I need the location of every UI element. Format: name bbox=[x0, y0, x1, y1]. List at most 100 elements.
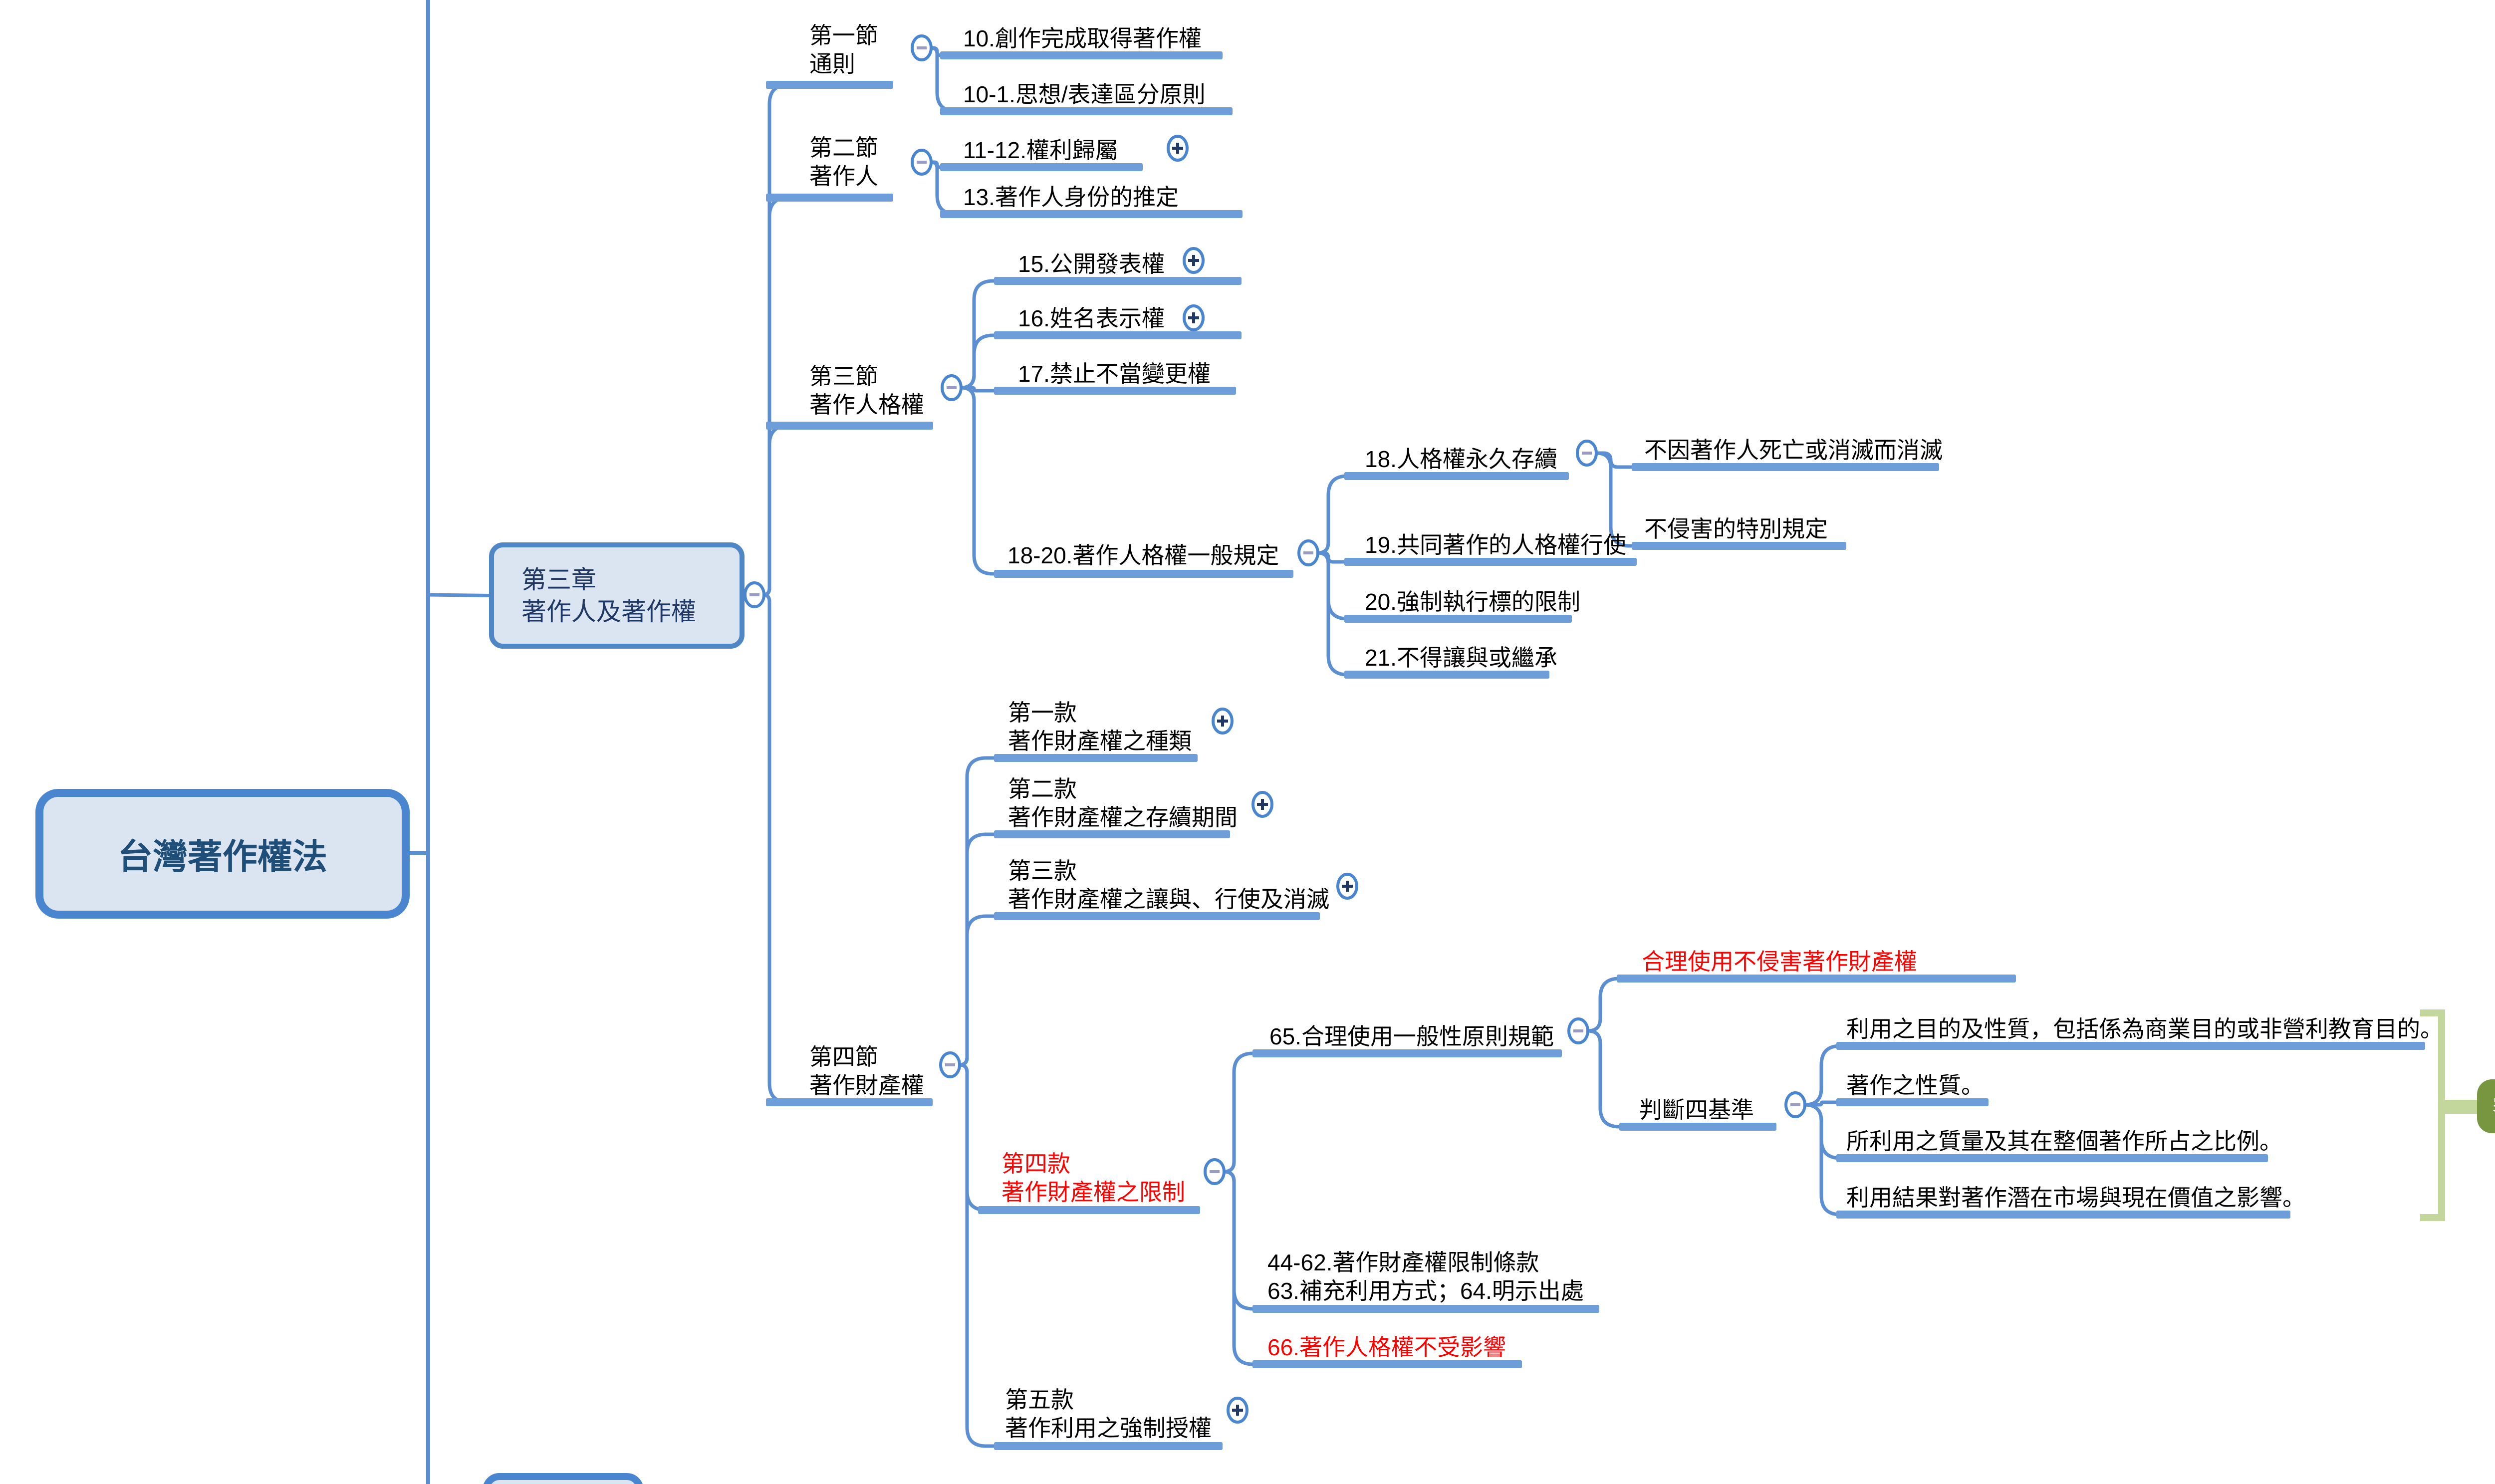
topic-bar-sec3[interactable] bbox=[766, 422, 933, 430]
topic-bar-n10[interactable] bbox=[940, 51, 1223, 59]
topic-bar-fair[interactable] bbox=[1617, 975, 2016, 983]
topic-n65-label[interactable]: 65.合理使用一般性原則規範 bbox=[1269, 1023, 1554, 1049]
collapse-button-n18[interactable] bbox=[1576, 440, 1598, 467]
topic-bar-n15[interactable] bbox=[994, 277, 1242, 285]
topic-bar-n19[interactable] bbox=[1344, 558, 1637, 566]
topic-crit-label[interactable]: 判斷四基準 bbox=[1639, 1097, 1754, 1123]
collapse-button-crit[interactable] bbox=[1784, 1091, 1806, 1118]
topic-bar-n11_12[interactable] bbox=[940, 163, 1143, 171]
connector-crit-c1 bbox=[1804, 1044, 1841, 1107]
topic-bar-n10_1[interactable] bbox=[940, 107, 1233, 115]
expand-button-n15[interactable] bbox=[1183, 247, 1205, 274]
topic-n19-label[interactable]: 19.共同著作的人格權行使 bbox=[1365, 532, 1626, 558]
topic-bar-n44_62[interactable] bbox=[1252, 1305, 1599, 1313]
next-chapter-topic-partial[interactable] bbox=[483, 1473, 644, 1484]
topic-n44_62-label[interactable]: 44-62.著作財產權限制條款 63.補充利用方式；64.明示出處 bbox=[1267, 1249, 1584, 1304]
expand-button-k5[interactable] bbox=[1227, 1397, 1248, 1424]
topic-bar-k1[interactable] bbox=[994, 754, 1198, 762]
expand-button-n11_12[interactable] bbox=[1167, 135, 1189, 162]
topic-bar-k5[interactable] bbox=[994, 1442, 1223, 1450]
topic-bar-n18[interactable] bbox=[1344, 472, 1569, 480]
summary-topic[interactable]: 審酌一切情狀判斷 bbox=[2477, 1079, 2495, 1133]
topic-k1-label[interactable]: 第一款 著作財產權之種類 bbox=[1008, 700, 1192, 754]
topic-k2-label[interactable]: 第二款 著作財產權之存續期間 bbox=[1008, 776, 1238, 830]
collapse-button-sec3[interactable] bbox=[941, 374, 963, 401]
topic-bar-k4[interactable] bbox=[978, 1206, 1200, 1214]
topic-bar-c2[interactable] bbox=[1836, 1098, 1989, 1106]
topic-bar-n66[interactable] bbox=[1252, 1360, 1522, 1368]
topic-bar-c4[interactable] bbox=[1836, 1211, 2290, 1219]
topic-bar-n18b[interactable] bbox=[1632, 542, 1846, 550]
topic-bar-n18_20[interactable] bbox=[994, 570, 1293, 578]
topic-n18b-label[interactable]: 不侵害的特別規定 bbox=[1644, 516, 1828, 542]
topic-sec2-label[interactable]: 第二節 著作人 bbox=[809, 135, 878, 189]
connector-ch3-sec2 bbox=[762, 196, 789, 597]
expand-button-n16[interactable] bbox=[1183, 304, 1205, 331]
topic-c3-label[interactable]: 所利用之質量及其在整個著作所占之比例。 bbox=[1846, 1128, 2282, 1154]
topic-sec1-label[interactable]: 第一節 通則 bbox=[809, 22, 878, 77]
topic-n10_1-label[interactable]: 10-1.思想/表達區分原則 bbox=[963, 81, 1206, 107]
collapse-button-ch3[interactable] bbox=[744, 581, 765, 608]
topic-bar-n65[interactable] bbox=[1252, 1049, 1562, 1057]
topic-bar-sec2[interactable] bbox=[766, 194, 893, 202]
topic-root-label: 台灣著作權法 bbox=[118, 837, 327, 876]
topic-bar-n20[interactable] bbox=[1344, 615, 1572, 623]
connector-n65-crit bbox=[1587, 1029, 1620, 1129]
topic-c2-label[interactable]: 著作之性質。 bbox=[1846, 1072, 1984, 1098]
topic-k3-label[interactable]: 第三款 著作財產權之讓與、行使及消滅 bbox=[1008, 858, 1329, 912]
topic-bar-sec4[interactable] bbox=[766, 1098, 933, 1106]
collapse-button-sec4[interactable] bbox=[939, 1051, 961, 1078]
connector-n18-n18b bbox=[1596, 451, 1632, 548]
topic-bar-k3[interactable] bbox=[994, 912, 1320, 920]
topic-n11_12-label[interactable]: 11-12.權利歸屬 bbox=[963, 137, 1119, 163]
collapse-button-sec1[interactable] bbox=[911, 34, 933, 61]
topic-n17-label[interactable]: 17.禁止不當變更權 bbox=[1018, 361, 1211, 387]
collapse-button-n18_20[interactable] bbox=[1297, 539, 1319, 566]
connector-sec3-n16 bbox=[961, 333, 994, 390]
connector-root-ch3 bbox=[428, 593, 490, 597]
topic-sec4-label[interactable]: 第四節 著作財產權 bbox=[809, 1044, 924, 1098]
topic-n16-label[interactable]: 16.姓名表示權 bbox=[1018, 305, 1165, 331]
topic-bar-n18a[interactable] bbox=[1632, 463, 1939, 471]
topic-bar-n21[interactable] bbox=[1344, 671, 1549, 679]
collapse-button-n65[interactable] bbox=[1567, 1017, 1589, 1044]
topic-bar-n13[interactable] bbox=[940, 210, 1243, 218]
connector-crit-c2 bbox=[1805, 1100, 1836, 1107]
connector-sec4-k4 bbox=[959, 1063, 987, 1212]
topic-bar-k2[interactable] bbox=[994, 830, 1230, 838]
topic-c1-label[interactable]: 利用之目的及性質，包括係為商業目的或非營利教育目的。 bbox=[1846, 1016, 2443, 1042]
topic-bar-n17[interactable] bbox=[994, 387, 1236, 395]
topic-bar-sec1[interactable] bbox=[766, 81, 893, 89]
expand-button-k2[interactable] bbox=[1251, 791, 1273, 818]
collapse-button-sec2[interactable] bbox=[911, 149, 933, 176]
topic-n18a-label[interactable]: 不因著作人死亡或消滅而消滅 bbox=[1644, 437, 1943, 463]
topic-n18-label[interactable]: 18.人格權永久存續 bbox=[1365, 446, 1557, 472]
expand-button-k3[interactable] bbox=[1336, 873, 1358, 900]
topic-k4-label[interactable]: 第四款 著作財產權之限制 bbox=[1001, 1151, 1185, 1205]
summary-bracket bbox=[2420, 1009, 2445, 1221]
topic-ch3-label: 第三章 著作人及著作權 bbox=[521, 565, 696, 626]
topic-n21-label[interactable]: 21.不得讓與或繼承 bbox=[1365, 645, 1557, 671]
expand-button-k1[interactable] bbox=[1212, 708, 1234, 735]
collapse-button-k4[interactable] bbox=[1204, 1158, 1226, 1185]
topic-k5-label[interactable]: 第五款 著作利用之強制授權 bbox=[1005, 1387, 1212, 1441]
topic-n66-label[interactable]: 66.著作人格權不受影響 bbox=[1267, 1334, 1506, 1360]
topic-n15-label[interactable]: 15.公開發表權 bbox=[1018, 251, 1165, 277]
summary-topic-label: 審酌一切情狀判斷 bbox=[2493, 1090, 2495, 1123]
topic-ch3[interactable]: 第三章 著作人及著作權 bbox=[489, 542, 745, 649]
topic-bar-crit[interactable] bbox=[1619, 1123, 1776, 1131]
topic-n13-label[interactable]: 13.著作人身份的推定 bbox=[963, 184, 1179, 210]
topic-n20-label[interactable]: 20.強制執行標的限制 bbox=[1365, 589, 1580, 615]
connector-ch3-sec1 bbox=[762, 83, 789, 597]
topic-fair-label[interactable]: 合理使用不侵害著作財產權 bbox=[1642, 949, 1917, 975]
topic-sec3-label[interactable]: 第三節 著作人格權 bbox=[809, 363, 924, 418]
topic-n10-label[interactable]: 10.創作完成取得著作權 bbox=[963, 25, 1202, 51]
topic-bar-n16[interactable] bbox=[994, 331, 1242, 339]
topic-bar-c3[interactable] bbox=[1836, 1154, 2268, 1162]
topic-c4-label[interactable]: 利用結果對著作潛在市場與現在價值之影響。 bbox=[1846, 1185, 2305, 1211]
topic-bar-c1[interactable] bbox=[1836, 1042, 2425, 1050]
topic-root[interactable]: 台灣著作權法 bbox=[35, 789, 410, 919]
topic-n18_20-label[interactable]: 18-20.著作人格權一般規定 bbox=[1007, 542, 1279, 568]
